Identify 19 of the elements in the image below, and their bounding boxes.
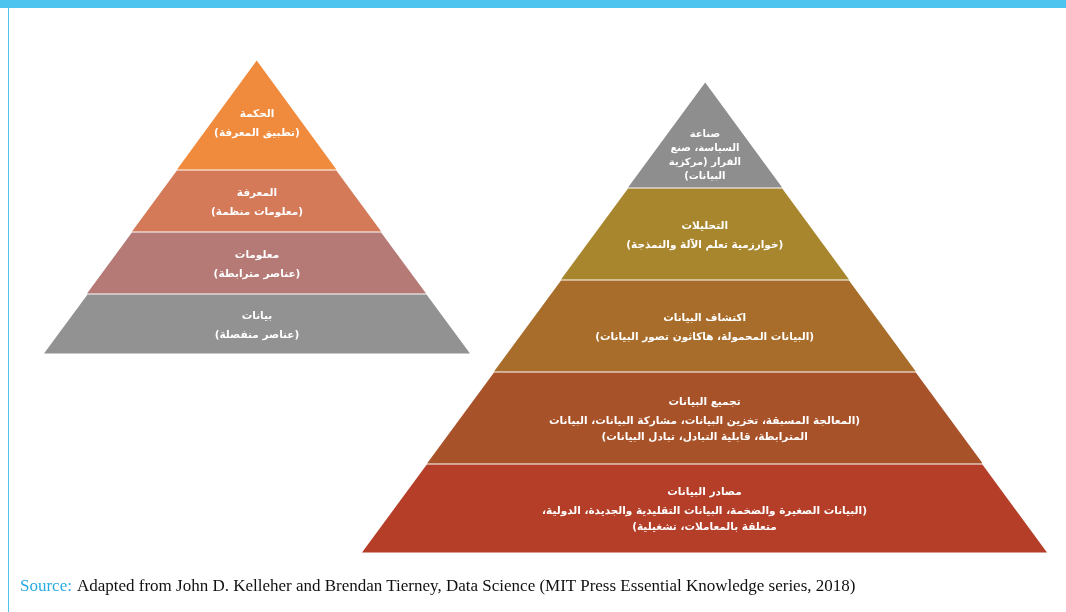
level-description: (خوارزمية تعلم الآلة والنمذجة) (626, 236, 784, 252)
level-description: (عناصر منفصلة) (214, 326, 300, 342)
level-title: اكتشاف البيانات (663, 309, 747, 325)
level-description: (البيانات الصغيرة والضخمة، البيانات التقليدية والجديدة، الدولية، متعلقة بالمعاملات، تشغيلية) (541, 503, 868, 534)
level-description: (تطبيق المعرفة) (214, 124, 300, 140)
level-title: المعرفة (236, 184, 278, 200)
level-title: الحكمة (239, 105, 275, 121)
level-title: بيانات (241, 307, 273, 323)
level-title: تجميع البيانات (668, 393, 741, 409)
level-title: التحليلات (681, 217, 728, 233)
source-text: Adapted from John D. Kelleher and Brendan Tierney, Data Science (MIT Press Essential Knowledge series, 2018) (76, 576, 856, 595)
level-description: (عناصر مترابطة) (213, 265, 301, 281)
level-title: معلومات (234, 246, 280, 262)
level-description: (المعالجة المسبقة، تخزين البيانات، مشاركة البيانات، البيانات المترابطة، قابلية التبادل، تبادل البيانات) (548, 412, 862, 444)
level-description: (البيانات المحمولة، هاكاثون تصور البيانات) (595, 328, 815, 344)
level-description: (معلومات منظمة) (211, 203, 303, 219)
level-title: مصادر البيانات (667, 484, 742, 499)
source-label: Source: (20, 576, 72, 595)
level-description: صناعة السياسة، صنع القرار (مركزية البيانات) (667, 127, 742, 183)
